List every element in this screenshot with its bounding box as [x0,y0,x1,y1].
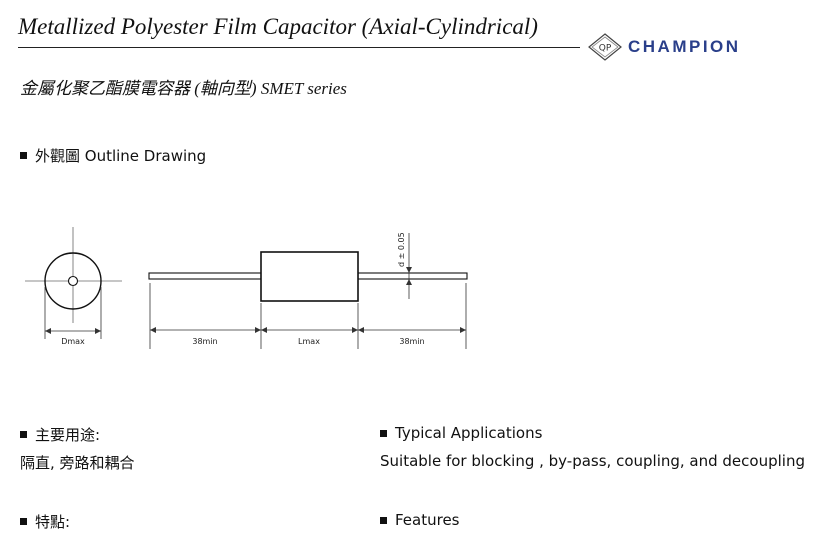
applications-en-text: Suitable for blocking , by-pass, couplin… [380,452,805,470]
features-zh-heading-text: 特點: [35,513,71,531]
applications-zh-heading: 主要用途: [20,424,100,445]
title-rule [18,47,580,48]
logo-brand: CHAMPION [628,37,741,56]
bullet-square-icon [380,429,387,437]
applications-en-heading: Typical Applications [380,424,542,442]
bullet-square-icon [20,152,27,159]
logo-mark: QP [599,44,612,54]
outline-drawing-heading: 外觀圖 Outline Drawing [20,145,206,166]
outline-drawing-heading-text: 外觀圖 Outline Drawing [35,147,207,165]
applications-zh-text: 隔直, 旁路和耦合 [20,454,135,472]
applications-zh-heading-text: 主要用途: [35,426,101,444]
bullet-square-icon [20,431,27,438]
document-title: Metallized Polyester Film Capacitor (Axi… [18,14,538,39]
lead-diameter-label: d ± 0.05 [397,232,406,267]
bullet-square-icon [20,518,27,525]
features-en-heading: Features [380,511,460,529]
lead-left-label: 38min [192,337,217,346]
lmax-label: Lmax [298,337,320,346]
features-en-heading-text: Features [395,511,460,529]
qp-diamond-icon: QP [588,33,622,61]
lead-right-label: 38min [399,337,424,346]
end-view: Dmax [25,227,122,346]
side-view: 38min Lmax 38min d ± 0.05 [148,232,468,349]
outline-drawing: Dmax 38min Lmax 38min d ± 0.05 [25,227,468,349]
dmax-label: Dmax [61,337,85,346]
applications-en-heading-text: Typical Applications [395,424,543,442]
bullet-square-icon [380,516,387,524]
series-subtitle: 金屬化聚乙酯膜電容器 (軸向型) SMET series [20,79,347,98]
features-zh-heading: 特點: [20,511,70,532]
champion-logo: QP CHAMPION [588,33,741,61]
